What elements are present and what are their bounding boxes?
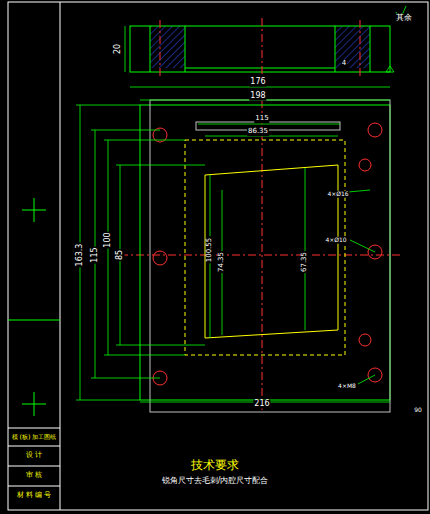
title-block-cell: 材 料 编 号: [16, 492, 53, 500]
dimension-text: 100: [104, 231, 113, 248]
dimension-text: 198: [249, 92, 266, 101]
note-text: 锐角尺寸去毛刺/内腔尺寸配合: [161, 477, 270, 486]
title-block-cell: 审 核: [25, 472, 43, 480]
dimension-text: 4×Ø16: [326, 191, 349, 198]
dimension-text: 20: [114, 43, 123, 55]
dimension-text: 90: [413, 407, 423, 414]
note-text: 技术要求: [190, 459, 240, 472]
dimension-text: 86.35: [247, 128, 269, 136]
dimension-text: 100.55: [206, 237, 214, 264]
dimension-text: 115: [254, 115, 269, 123]
dimension-text: 85: [116, 249, 125, 261]
dimension-text: 其余: [395, 14, 413, 23]
dimension-text: 67.35: [301, 251, 309, 273]
title-block-cell: 模 (板) 加工图纸: [11, 434, 58, 441]
title-block-cell: 设 计: [25, 452, 43, 460]
dimension-text: 163.3: [76, 243, 85, 268]
dimension-text: 115: [91, 246, 100, 263]
dimension-text: 4×M8: [337, 383, 357, 390]
dimension-text: 4×Ø10: [324, 237, 347, 244]
dimension-text: 176: [249, 78, 266, 87]
dimension-text: 216: [253, 400, 270, 409]
dimension-text: 4: [341, 60, 347, 68]
dimension-text: 74.35: [218, 251, 226, 273]
